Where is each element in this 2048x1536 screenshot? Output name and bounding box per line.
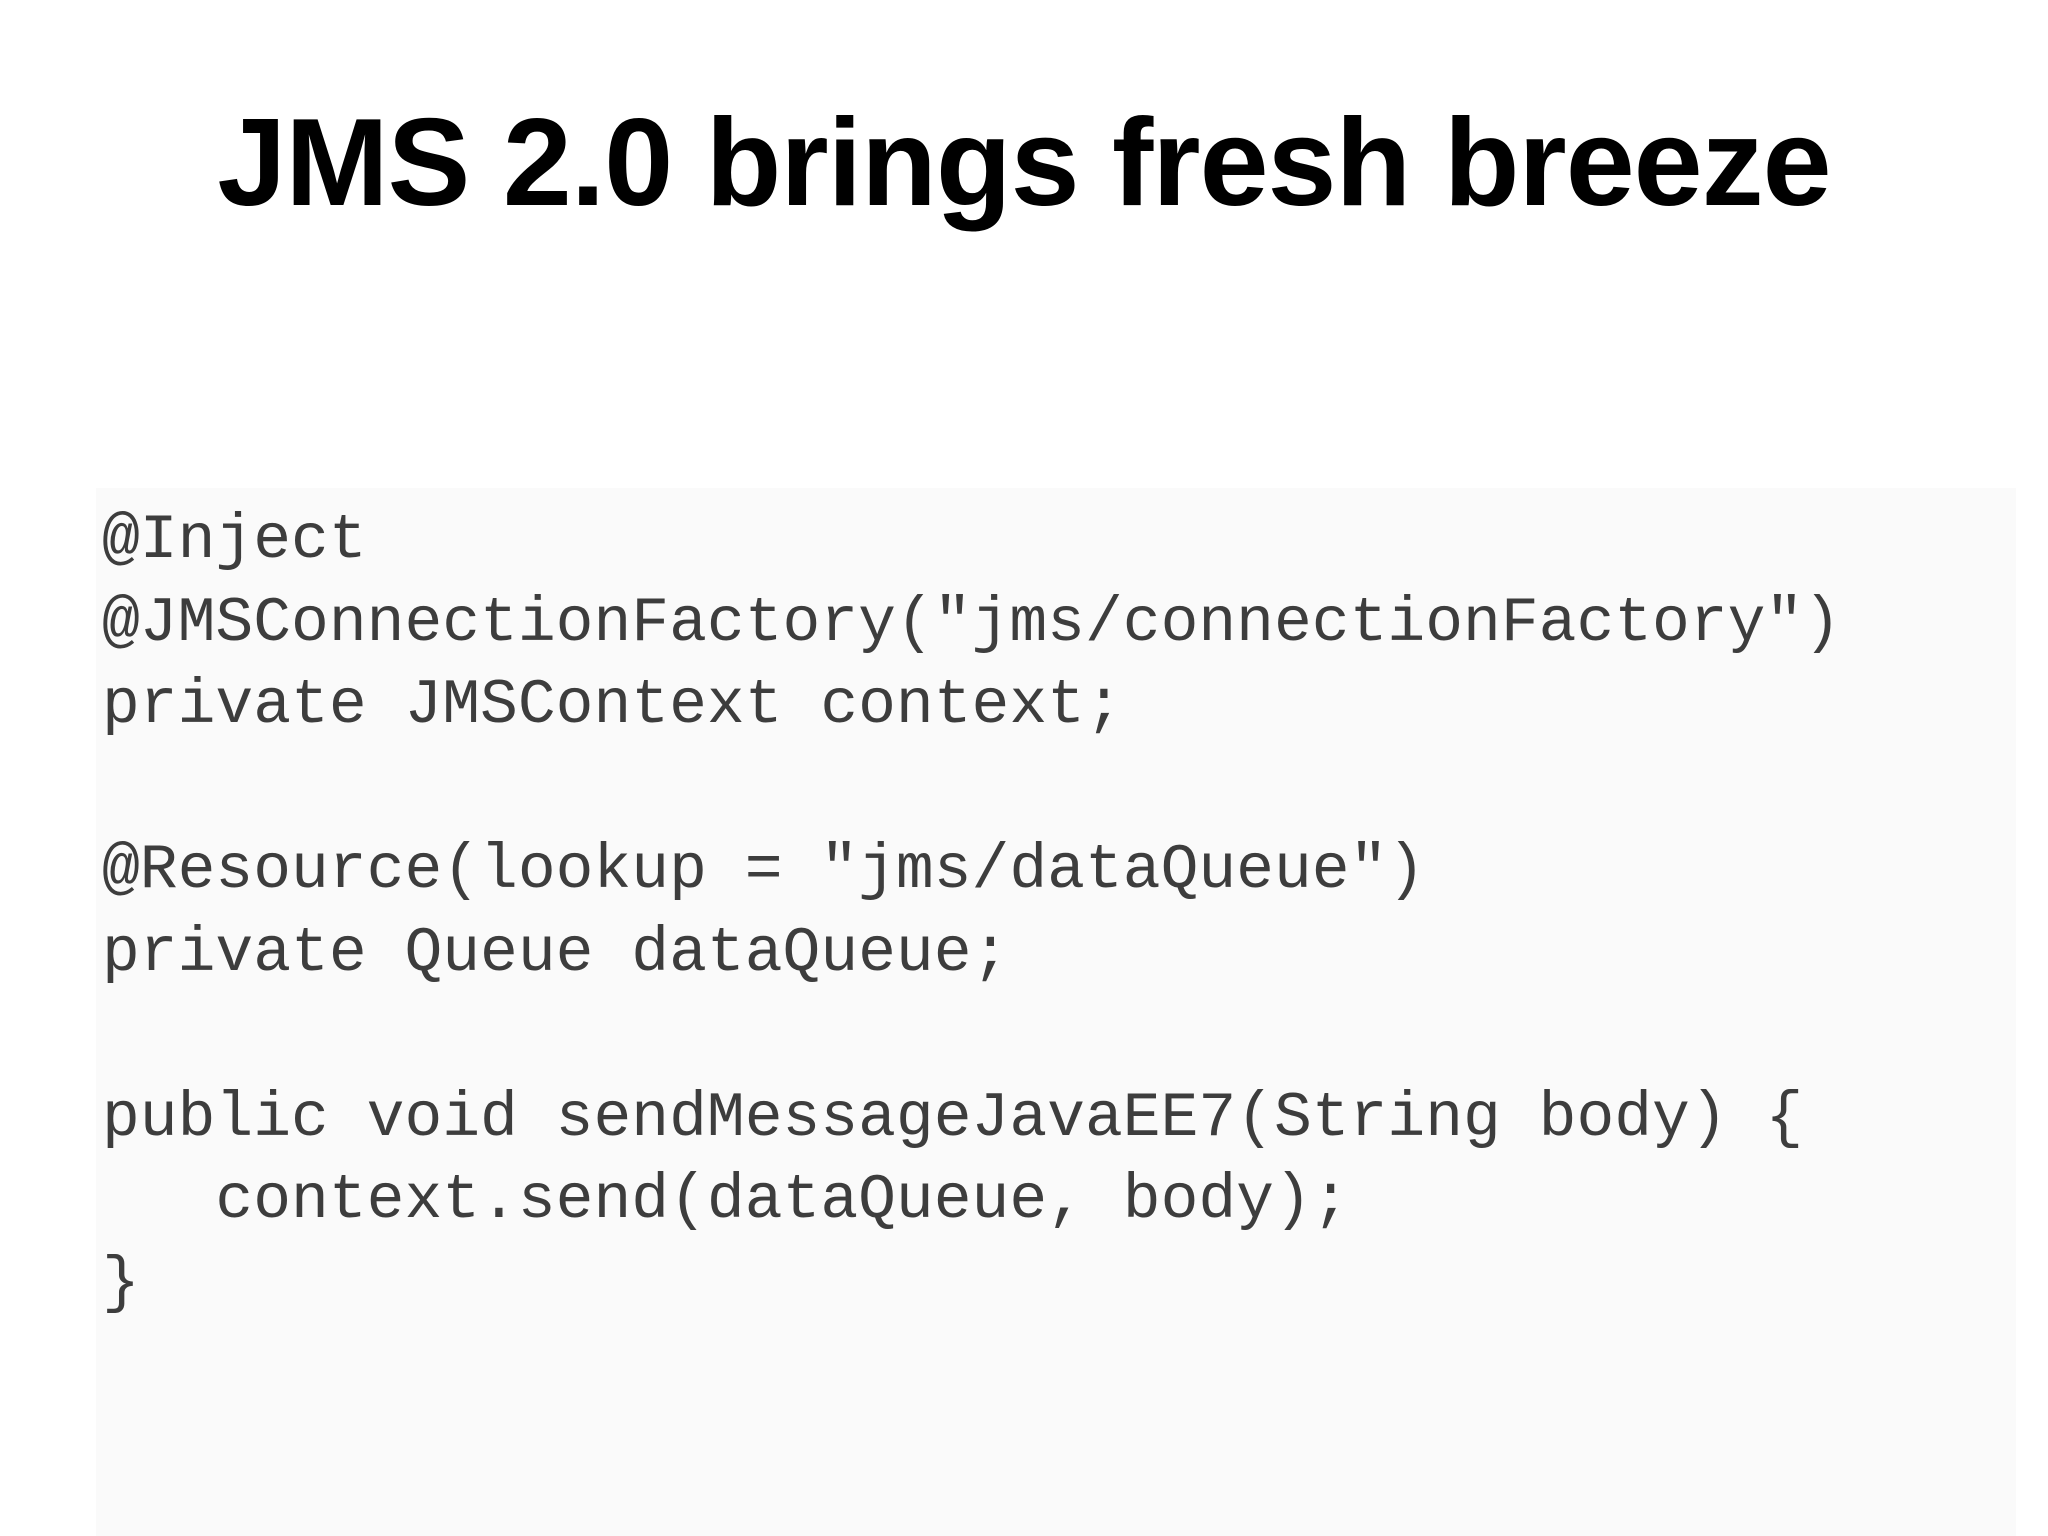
code-line: @Resource(lookup = "jms/dataQueue")	[102, 835, 1426, 906]
code-screenshot-background	[96, 488, 2016, 1536]
slide-title: JMS 2.0 brings fresh breeze	[217, 94, 1831, 232]
code-line: }	[102, 1247, 140, 1319]
code-line: @Inject	[102, 505, 367, 576]
code-line: @JMSConnectionFactory("jms/connectionFac…	[102, 587, 1842, 659]
code-line: private Queue dataQueue;	[102, 917, 1010, 989]
code-block: @Inject @JMSConnectionFactory("jms/connec…	[102, 500, 1841, 1325]
code-line: public void sendMessageJavaEE7(String bo…	[102, 1082, 1804, 1154]
code-line	[102, 995, 1841, 1078]
code-line	[102, 748, 1841, 831]
code-line: context.send(dataQueue, body);	[102, 1165, 1350, 1236]
code-line: private JMSContext context;	[102, 670, 1123, 741]
